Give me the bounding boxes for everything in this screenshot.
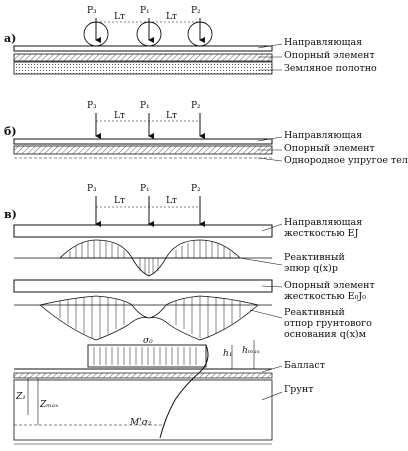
span-label-left: Lт — [114, 111, 125, 121]
force-label-p3: P₃ — [87, 101, 97, 111]
layer-label-rail-c: Направляющая — [284, 217, 363, 228]
layer-label-support: Опорный элемент — [284, 50, 375, 61]
support-beam — [13, 279, 273, 293]
rail-layer — [13, 138, 273, 145]
span-label-right: Lт — [166, 196, 177, 206]
force-label-p1: P₁ — [140, 184, 150, 194]
support-layer — [13, 53, 273, 62]
rail-layer — [13, 45, 273, 52]
layer-label-rail: Направляющая — [284, 37, 363, 48]
leader-ballast-c — [261, 365, 283, 373]
ballast-stress-hatching — [93, 347, 197, 365]
label-rail-reaction: Реактивный — [284, 252, 345, 263]
layer-label-support: Опорный элемент — [284, 143, 375, 154]
label-soil-reaction: Реактивный — [284, 307, 345, 318]
soil-reaction-diagram — [39, 295, 259, 341]
symbol-moment: M'σ₂ — [130, 418, 152, 428]
panel-a-letter: а) — [4, 32, 17, 45]
leader-rail-c — [261, 223, 283, 232]
soil-stress-curve — [159, 344, 209, 439]
span-label-left: Lт — [114, 196, 125, 206]
panel-c-diagram — [13, 196, 283, 445]
leader-elastic — [257, 157, 283, 162]
layer-label-rail: Направляющая — [284, 130, 363, 141]
layer-label-elastic: Однородное упругое тело — [284, 155, 408, 166]
ballast-base-layer — [13, 372, 273, 379]
force-label-p3: P₃ — [87, 184, 97, 194]
symbol-zmax: Zₘₐₓ — [40, 400, 59, 410]
soil-box — [13, 379, 273, 441]
label-soil-reaction-formula: основания q(x)м — [284, 329, 367, 340]
subgrade-layer — [13, 61, 273, 75]
symbol-sigma: σ₀ — [143, 336, 153, 346]
panel-c-letter: в) — [4, 208, 17, 221]
symbol-h1: h₁ — [223, 349, 233, 359]
leader-reaction-c — [239, 257, 283, 266]
soil-reaction-hatching — [59, 296, 241, 338]
ballast-stress-block — [87, 344, 207, 368]
force-label-p3: P₃ — [87, 6, 97, 16]
layer-label-support-c-stiffness: жесткостью E₀J₀ — [284, 291, 366, 302]
force-label-p2: P₂ — [191, 101, 201, 111]
label-soil-reaction-2: отпор грунтового — [284, 318, 372, 329]
span-label-right: Lт — [166, 12, 177, 22]
span-label-left: Lт — [114, 12, 125, 22]
support-layer — [13, 145, 273, 155]
leader-rail — [257, 43, 283, 49]
panel-a-diagram — [13, 18, 283, 75]
symbol-z1: Z₁ — [16, 392, 26, 402]
layer-label-ballast: Балласт — [284, 360, 325, 371]
leader-soil-reaction-c — [249, 309, 283, 319]
force-label-p2: P₂ — [191, 184, 201, 194]
layer-label-rail-c-stiffness: жесткостью EJ — [284, 228, 359, 239]
panel-b-letter: б) — [4, 125, 17, 138]
leader-support-c — [261, 285, 283, 288]
rail-reaction-hatching — [69, 240, 231, 276]
force-label-p2: P₂ — [191, 6, 201, 16]
layer-label-subgrade: Земляное полотно — [284, 63, 377, 74]
force-label-p1: P₁ — [140, 101, 150, 111]
layer-label-soil: Грунт — [284, 384, 314, 395]
rail-beam — [13, 224, 273, 238]
panel-b-diagram — [13, 113, 283, 162]
force-label-p1: P₁ — [140, 6, 150, 16]
leader-rail — [257, 136, 283, 142]
symbol-hmax: hₘₐₓ — [242, 346, 260, 356]
layer-label-support-c: Опорный элемент — [284, 280, 375, 291]
span-label-right: Lт — [166, 111, 177, 121]
label-rail-reaction-formula: эпюр q(x)p — [284, 263, 338, 274]
leader-soil-c — [261, 391, 283, 401]
